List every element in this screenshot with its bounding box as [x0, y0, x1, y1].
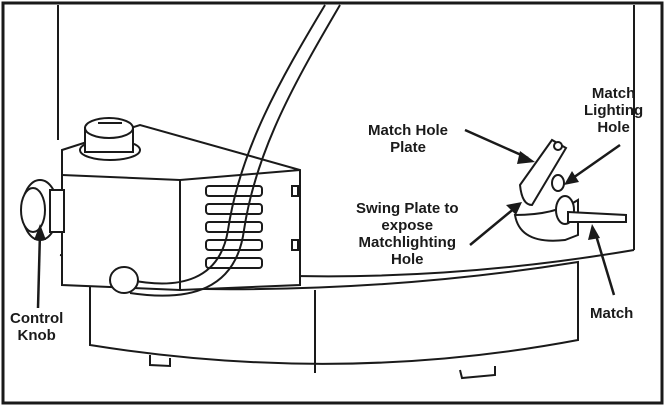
control-knob	[20, 179, 65, 241]
label-control-knob-line1: Control	[10, 310, 64, 327]
label-match-hole-plate-line2: Plate	[390, 139, 426, 156]
label-match: Match	[590, 305, 633, 322]
label-match-line1: Match	[590, 305, 634, 322]
label-control-knob: Control Knob	[10, 310, 63, 344]
arrow-heads	[34, 151, 600, 240]
leader-arrows	[36, 128, 621, 309]
label-match-hole-plate: Match Hole Plate	[368, 122, 448, 156]
label-match-lighting-hole-line3: Hole	[597, 119, 630, 136]
label-swing-plate-line3: Matchlighting	[358, 234, 457, 251]
label-control-knob-line2: Knob	[17, 327, 56, 344]
label-match-hole-plate-line1: Match Hole	[368, 122, 449, 139]
label-swing-plate-line2: expose	[381, 217, 434, 234]
gas-control-valve	[61, 117, 301, 292]
label-swing-plate-line1: Swing Plate to	[356, 200, 459, 217]
label-match-lighting-hole-line2: Lighting	[584, 102, 644, 119]
label-match-lighting-hole: Match Lighting Hole	[584, 85, 643, 136]
match-stick	[567, 210, 627, 223]
pilot-tube	[109, 4, 341, 297]
label-swing-plate: Swing Plate to expose Matchlighting Hole	[356, 200, 459, 268]
tank-base	[89, 260, 579, 380]
label-match-lighting-hole-line1: Match	[591, 85, 636, 102]
label-swing-plate-line4: Hole	[391, 251, 424, 268]
match-hole-plate	[513, 138, 579, 242]
